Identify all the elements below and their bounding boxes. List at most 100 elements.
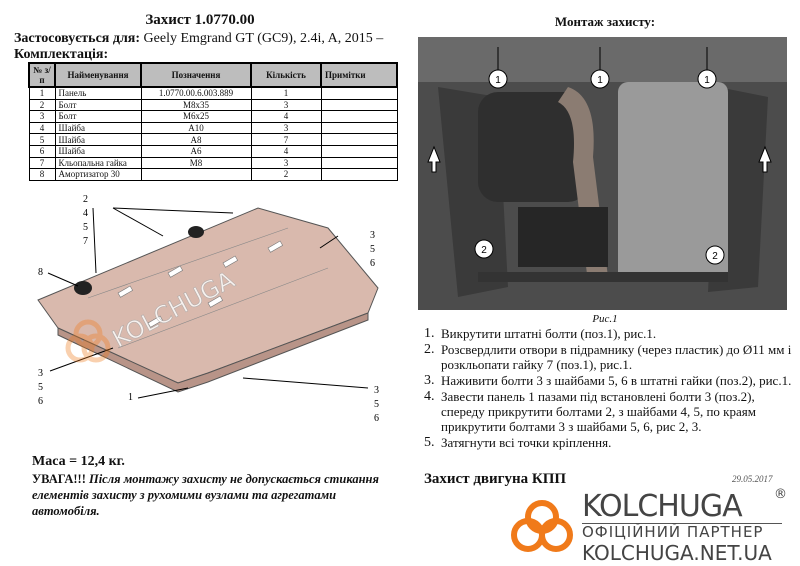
step-text: Наживити болти 3 з шайбами 5, 6 в штатні… <box>441 373 792 388</box>
svg-text:1: 1 <box>128 392 133 403</box>
applies-to: Застосовується для: Geely Emgrand GT (GC… <box>14 31 383 47</box>
date: 29.05.2017 <box>732 474 773 484</box>
table-cell <box>140 168 252 181</box>
applies-value: Geely Emgrand GT (GC9), 2.4i, A, 2015 – <box>143 31 384 46</box>
svg-text:3: 3 <box>38 368 43 379</box>
table-cell: 6 <box>28 144 56 158</box>
table-cell <box>320 121 398 135</box>
svg-text:8: 8 <box>38 267 43 278</box>
bottom-heading: Захист двигуна КПП <box>424 471 567 487</box>
warning-body: Після монтажу захисту не допускається ст… <box>32 472 379 518</box>
site-text: KOLCHUGA.NET.UA <box>582 541 772 565</box>
table-cell: Амортизатор 30 <box>54 168 142 181</box>
document-title: Захист 1.0770.00 <box>145 12 255 28</box>
table-cell: A8 <box>140 133 252 146</box>
table-cell: M8 <box>140 156 252 170</box>
table-cell: Болт <box>54 98 142 112</box>
callout-label: 2 <box>83 194 88 205</box>
brand-name: KOLCHUGA <box>582 489 743 524</box>
table-cell: 1 <box>28 86 56 100</box>
step-text: Викрутити штатні болти (поз.1), рис.1. <box>441 326 657 341</box>
table-cell <box>320 86 398 100</box>
table-cell: Кльопальна гайка <box>54 156 142 170</box>
table-cell <box>320 98 398 112</box>
mounting-title: Монтаж захисту: <box>554 14 656 29</box>
table-cell: 3 <box>250 156 322 170</box>
table-cell <box>320 144 398 158</box>
steps-list: 1. Викрутити штатні болти (поз.1), рис.1.… <box>424 326 794 451</box>
photo-callout: 2 <box>481 245 487 256</box>
step-text: Розсвердлити отвори в підрамнику (через … <box>441 342 792 372</box>
table-cell: Болт <box>54 110 142 123</box>
table-cell <box>320 156 398 170</box>
mass-label: Маса = 12,4 кг. <box>32 454 125 469</box>
step-number: 4. <box>424 389 435 404</box>
table-cell: 2 <box>250 168 322 181</box>
col-header: Примітки <box>320 62 398 88</box>
table-cell: 3 <box>28 110 56 123</box>
svg-text:5: 5 <box>370 244 375 255</box>
col-header: № з/п <box>28 62 56 88</box>
arrow-up-icon <box>427 145 441 173</box>
table-cell: M6x25 <box>140 110 252 123</box>
table-cell: Шайба <box>54 144 142 158</box>
warning-text: УВАГА!!! Після монтажу захисту не допуск… <box>32 471 392 519</box>
table-cell <box>320 133 398 146</box>
svg-text:6: 6 <box>38 396 43 407</box>
svg-text:4: 4 <box>83 208 88 219</box>
table-cell: M8x35 <box>140 98 252 112</box>
svg-text:6: 6 <box>374 413 379 424</box>
kolchuga-partner-logo: KOLCHUGA ® ОФІЦІЙНИЙ ПАРТНЕР KOLCHUGA.NE… <box>508 487 800 566</box>
step-number: 1. <box>424 326 435 341</box>
table-cell: 3 <box>250 98 322 112</box>
step-number: 3. <box>424 373 435 388</box>
mounting-photo: 1 1 1 2 2 <box>418 37 787 310</box>
svg-text:6: 6 <box>370 258 375 269</box>
step-item: 3. Наживити болти 3 з шайбами 5, 6 в штат… <box>424 373 794 388</box>
svg-text:7: 7 <box>83 236 88 247</box>
damper-icon <box>74 281 92 295</box>
step-text: Завести панель 1 пазами під встановлені … <box>441 389 756 434</box>
arrow-up-icon <box>758 145 772 173</box>
table-cell: Шайба <box>54 121 142 135</box>
photo-callout: 1 <box>597 75 603 86</box>
registered-mark: ® <box>774 487 787 502</box>
table-cell: A6 <box>140 144 252 158</box>
table-cell: 4 <box>250 144 322 158</box>
applies-label: Застосовується для: <box>14 31 141 46</box>
table-cell <box>320 168 398 181</box>
col-header: Найменування <box>54 62 142 88</box>
parts-table: № з/п Найменування Позначення Кількість … <box>28 62 398 181</box>
table-cell: 7 <box>250 133 322 146</box>
table-cell: 5 <box>28 133 56 146</box>
step-number: 5. <box>424 435 435 450</box>
warning-bold: УВАГА!!! <box>32 472 86 486</box>
table-cell <box>320 110 398 123</box>
table-cell: Панель <box>54 86 142 100</box>
step-item: 1. Викрутити штатні болти (поз.1), рис.1. <box>424 326 794 341</box>
svg-text:3: 3 <box>374 385 379 396</box>
kit-label: Комплектація: <box>14 47 109 62</box>
step-item: 5. Затягнути всі точки кріплення. <box>424 435 794 450</box>
svg-text:3: 3 <box>370 230 375 241</box>
col-header: Кількість <box>250 62 322 88</box>
step-text: Затягнути всі точки кріплення. <box>441 435 612 450</box>
table-cell: 7 <box>28 156 56 170</box>
table-cell: 1.0770.00.6.003.889 <box>140 86 252 100</box>
kolchuga-watermark-icon <box>65 319 111 363</box>
table-cell: 1 <box>250 86 322 100</box>
partner-text: ОФІЦІЙНИЙ ПАРТНЕР <box>582 523 764 541</box>
kolchuga-rings-icon <box>511 500 573 552</box>
table-cell: A10 <box>140 121 252 135</box>
table-cell: 4 <box>250 110 322 123</box>
col-header: Позначення <box>140 62 252 88</box>
